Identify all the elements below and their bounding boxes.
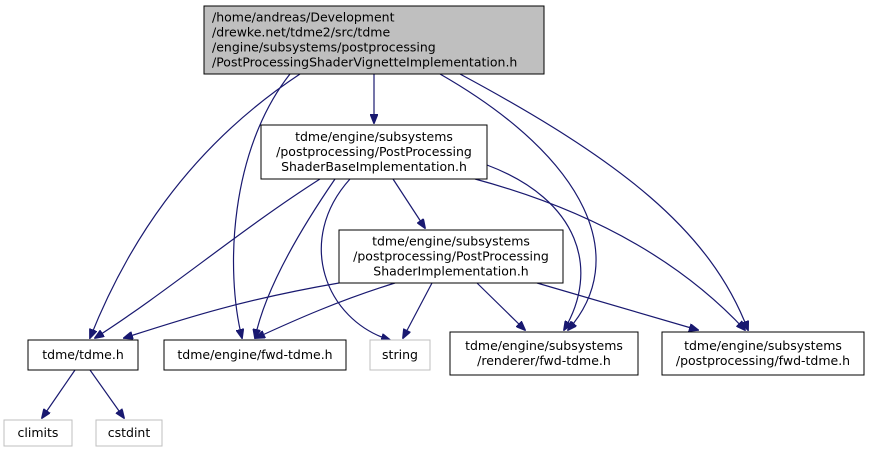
edge-root-to-tdmeh [90, 73, 301, 338]
edge-base-to-tdmeh [95, 178, 321, 338]
node-climits: climits [3, 419, 73, 447]
node-label-root: /drewke.net/tdme2/src/tdme [212, 25, 390, 40]
nodes: /home/andreas/Development/drewke.net/tdm… [3, 5, 865, 447]
node-label-climits: climits [18, 425, 59, 440]
edge-root-to-engfwd [232, 73, 291, 338]
node-label-rendfwd: tdme/engine/subsystems [465, 338, 623, 353]
node-label-cstdint: cstdint [108, 425, 151, 440]
node-label-engfwd: tdme/engine/fwd-tdme.h [177, 347, 332, 362]
edge-impl-to-engfwd [256, 282, 396, 338]
edge-impl-to-string [403, 282, 433, 338]
edge-tdmeh-to-cstdint [89, 369, 124, 418]
node-label-ppfwd: tdme/engine/subsystems [684, 338, 842, 353]
node-root[interactable]: /home/andreas/Development/drewke.net/tdm… [203, 5, 545, 75]
node-label-base: /postprocessing/PostProcessing [276, 144, 472, 159]
node-box-root [203, 5, 545, 75]
edge-base-to-engfwd [255, 178, 336, 338]
edge-impl-to-tdmeh [124, 282, 340, 338]
node-ppfwd[interactable]: tdme/engine/subsystems/postprocessing/fw… [661, 331, 865, 376]
edge-root-to-ppfwd [459, 73, 748, 330]
node-label-impl: /postprocessing/PostProcessing [353, 249, 549, 264]
node-box-ppfwd [661, 331, 865, 376]
node-box-engfwd [163, 339, 347, 371]
node-label-base: ShaderBaseImplementation.h [281, 159, 467, 174]
edges [42, 73, 748, 418]
node-box-rendfwd [449, 331, 639, 376]
node-label-base: tdme/engine/subsystems [295, 129, 453, 144]
node-label-string: string [382, 347, 418, 362]
node-box-cstdint [95, 419, 163, 447]
node-rendfwd[interactable]: tdme/engine/subsystems/renderer/fwd-tdme… [449, 331, 639, 376]
node-label-root: /engine/subsystems/postprocessing [212, 40, 436, 55]
edge-root-to-rendfwd [439, 73, 597, 330]
edge-tdmeh-to-climits [42, 369, 76, 418]
node-engfwd[interactable]: tdme/engine/fwd-tdme.h [163, 339, 347, 371]
node-box-impl [338, 229, 564, 284]
edge-base-to-ppfwd [474, 178, 745, 330]
node-label-ppfwd: /postprocessing/fwd-tdme.h [676, 353, 850, 368]
node-label-impl: tdme/engine/subsystems [372, 234, 530, 249]
node-label-rendfwd: /renderer/fwd-tdme.h [477, 353, 611, 368]
node-box-string [369, 339, 431, 371]
node-base[interactable]: tdme/engine/subsystems/postprocessing/Po… [260, 124, 488, 180]
edge-impl-to-ppfwd [536, 282, 698, 330]
node-label-impl: ShaderImplementation.h [373, 264, 528, 279]
edge-base-to-string [320, 178, 390, 340]
node-string: string [369, 339, 431, 371]
edge-base-to-impl [392, 178, 425, 228]
node-box-climits [3, 419, 73, 447]
node-box-base [260, 124, 488, 180]
node-cstdint: cstdint [95, 419, 163, 447]
edge-base-to-rendfwd [486, 164, 582, 330]
node-tdmeh[interactable]: tdme/tdme.h [27, 339, 139, 371]
edge-impl-to-rendfwd [476, 282, 525, 330]
node-label-tdmeh: tdme/tdme.h [42, 347, 124, 362]
node-label-root: /PostProcessingShaderVignetteImplementat… [212, 55, 517, 70]
node-impl[interactable]: tdme/engine/subsystems/postprocessing/Po… [338, 229, 564, 284]
node-label-root: /home/andreas/Development [212, 10, 395, 25]
node-box-tdmeh [27, 339, 139, 371]
